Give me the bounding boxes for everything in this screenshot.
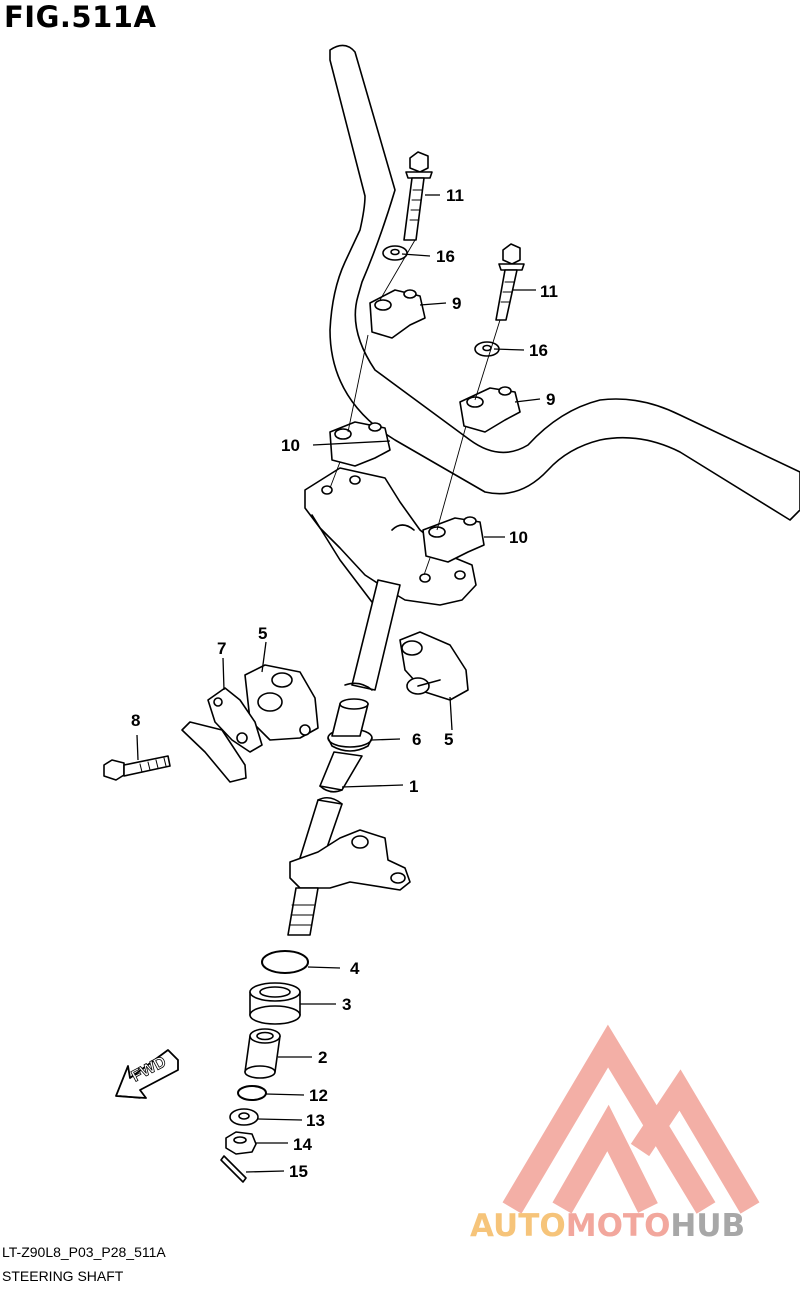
- steering-shaft-upper: [344, 579, 401, 691]
- callout-16-left: 16: [436, 247, 455, 266]
- fwd-arrow: [115, 1049, 179, 1099]
- handlebar: [329, 44, 800, 521]
- steering-shaft-tip: [287, 887, 319, 936]
- callout-1: 1: [409, 777, 419, 796]
- handlebar-holder-lower-right: [422, 516, 485, 563]
- callout-12: 12: [309, 1086, 328, 1105]
- shaft-clamp-left: [244, 664, 319, 741]
- figure-caption: STEERING SHAFT: [2, 1268, 124, 1284]
- callout-9-left: 9: [452, 294, 462, 313]
- figure-code: LT-Z90L8_P03_P28_511A: [2, 1244, 166, 1260]
- callout-8: 8: [131, 711, 141, 730]
- shaft-bushing: [327, 698, 373, 752]
- callout-13: 13: [306, 1111, 325, 1130]
- callout-10-right: 10: [509, 528, 528, 547]
- shaft-clamp-right: [399, 631, 469, 701]
- callout-11-right: 11: [540, 282, 558, 301]
- callout-14: 14: [293, 1135, 312, 1154]
- washer-13: [229, 1108, 259, 1126]
- callout-16-right: 16: [529, 341, 548, 360]
- callout-15: 15: [289, 1162, 308, 1181]
- lower-bushing: [244, 1028, 281, 1079]
- watermark-part-auto: AUTO: [470, 1208, 566, 1244]
- callout-5-left: 5: [258, 624, 268, 643]
- leader-lines: [136, 194, 541, 1173]
- bolt-left: [403, 151, 433, 241]
- castle-nut: [225, 1131, 257, 1155]
- bolt-right: [495, 243, 525, 321]
- callout-6: 6: [412, 730, 422, 749]
- circlip: [261, 950, 309, 974]
- callout-9-right: 9: [546, 390, 556, 409]
- watermark-part-moto: MOTO: [565, 1208, 671, 1244]
- handlebar-holder-plate: [304, 467, 477, 613]
- handlebar-holder-upper-right: [459, 386, 521, 433]
- callout-7: 7: [217, 639, 227, 658]
- handlebar-holder-upper-left: [369, 289, 426, 339]
- callout-3: 3: [342, 995, 352, 1014]
- callout-4: 4: [350, 959, 360, 978]
- steering-lower-bracket: [289, 829, 411, 891]
- watermark-logo: [502, 1024, 760, 1214]
- handlebar-holder-lower-left: [329, 421, 391, 467]
- oil-seal: [249, 982, 301, 1025]
- callout-5-right: 5: [444, 730, 454, 749]
- callout-11-left: 11: [446, 186, 464, 205]
- washer-12: [237, 1085, 267, 1101]
- lock-plate: [181, 687, 263, 783]
- cotter-pin: [220, 1155, 247, 1183]
- watermark-text: AUTOMOTOHUB: [470, 1208, 745, 1244]
- figure-title: FIG.511A: [4, 0, 157, 34]
- callout-2: 2: [318, 1048, 328, 1067]
- callout-10-left: 10: [281, 436, 300, 455]
- clamp-bolt: [103, 755, 171, 781]
- watermark-part-hub: HUB: [670, 1208, 746, 1244]
